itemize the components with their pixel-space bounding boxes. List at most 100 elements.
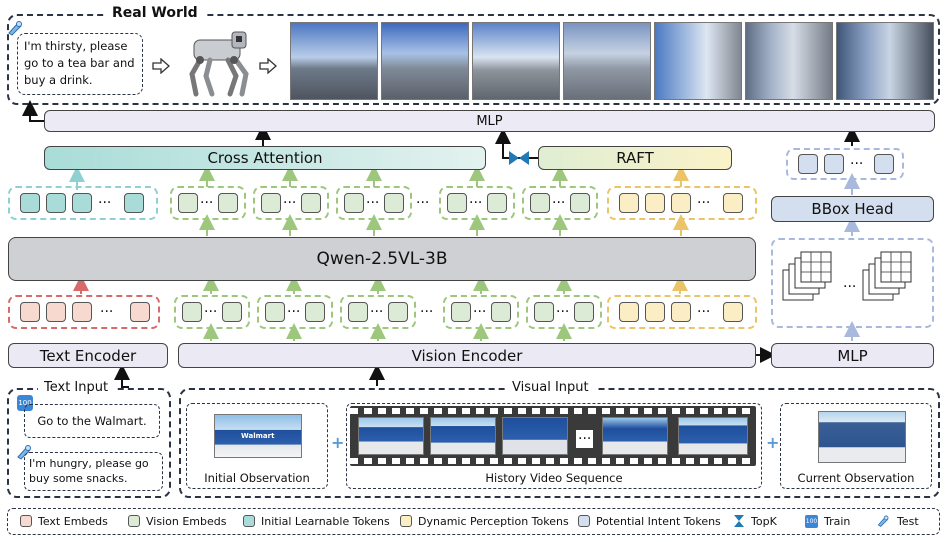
legend-label: Potential Intent Tokens bbox=[596, 514, 721, 528]
dynamic-perception-tokens-group-lower: ··· bbox=[607, 295, 757, 329]
mlp-right-block: MLP bbox=[771, 343, 934, 368]
vision-token bbox=[182, 302, 202, 322]
real-world-frame-2 bbox=[381, 22, 469, 100]
history-frame bbox=[502, 417, 568, 455]
vision-token bbox=[348, 302, 368, 322]
vision-token bbox=[222, 302, 242, 322]
legend-vision-embeds: Vision Embeds bbox=[128, 514, 226, 528]
legend-swatch bbox=[128, 515, 140, 527]
dynamic-token bbox=[671, 302, 691, 322]
vision-embeds-group-upper: ··· bbox=[253, 186, 329, 220]
vision-token bbox=[384, 193, 404, 213]
ellipsis: ··· bbox=[370, 304, 384, 320]
train-icon: 100 bbox=[805, 514, 818, 528]
train-example-text: Go to the Walmart. bbox=[37, 414, 147, 428]
legend-swatch bbox=[578, 515, 590, 527]
vision-token bbox=[487, 193, 507, 213]
legend-initial-tokens: Initial Learnable Tokens bbox=[243, 514, 390, 528]
legend-label: Dynamic Perception Tokens bbox=[418, 514, 569, 528]
text-input-title: Text Input bbox=[38, 380, 115, 395]
legend-box bbox=[7, 508, 940, 535]
ellipsis: ··· bbox=[576, 430, 594, 448]
intent-token bbox=[798, 154, 818, 174]
history-frame bbox=[602, 417, 668, 455]
ellipsis: ··· bbox=[283, 195, 297, 211]
ellipsis: ··· bbox=[100, 304, 114, 320]
ellipsis: ··· bbox=[420, 304, 434, 320]
vision-token bbox=[261, 193, 281, 213]
legend-swatch bbox=[243, 515, 255, 527]
legend-label: Initial Learnable Tokens bbox=[261, 514, 390, 528]
real-world-frame-6 bbox=[745, 22, 833, 100]
legend-intent-tokens: Potential Intent Tokens bbox=[578, 514, 721, 528]
real-world-instruction-box: I'm thirsty, please go to a tea bar and … bbox=[17, 33, 143, 95]
film-strip: ··· bbox=[350, 406, 756, 466]
current-observation-image bbox=[818, 411, 906, 463]
real-world-panel bbox=[7, 14, 940, 105]
ellipsis: ··· bbox=[843, 279, 857, 295]
dynamic-token bbox=[645, 193, 665, 213]
real-world-instruction: I'm thirsty, please go to a tea bar and … bbox=[24, 39, 135, 87]
feature-map-group: ··· bbox=[771, 238, 934, 328]
vision-token bbox=[178, 193, 198, 213]
current-observation-label: Current Observation bbox=[797, 471, 915, 485]
arrow-right-icon bbox=[259, 57, 277, 78]
bbox-head-block: BBox Head bbox=[771, 196, 934, 222]
vision-token bbox=[451, 302, 471, 322]
vision-embeds-group-lower: ··· bbox=[174, 295, 250, 329]
ellipsis: ··· bbox=[416, 195, 430, 211]
history-video-box bbox=[346, 403, 762, 489]
vision-token bbox=[265, 302, 285, 322]
vision-embeds-group-lower: ··· bbox=[526, 295, 602, 329]
film-perforation-top bbox=[350, 408, 756, 414]
legend-train: 100 Train bbox=[805, 514, 850, 528]
vision-token bbox=[574, 302, 594, 322]
visual-input-title: Visual Input bbox=[506, 380, 595, 395]
dynamic-token bbox=[723, 302, 743, 322]
vision-embeds-group-lower: ··· bbox=[257, 295, 333, 329]
mlp-top-label: MLP bbox=[476, 113, 503, 129]
dynamic-token bbox=[619, 302, 639, 322]
vision-token bbox=[218, 193, 238, 213]
history-frame bbox=[358, 417, 424, 455]
ellipsis: ··· bbox=[287, 304, 301, 320]
legend-label: Test bbox=[897, 514, 919, 528]
vision-token bbox=[388, 302, 408, 322]
text-encoder-block: Text Encoder bbox=[8, 343, 168, 368]
ellipsis: ··· bbox=[552, 195, 566, 211]
topk-icon bbox=[734, 515, 744, 527]
legend-label: Train bbox=[824, 514, 851, 528]
vision-encoder-label: Vision Encoder bbox=[411, 346, 523, 365]
dynamic-token bbox=[671, 193, 691, 213]
vision-embeds-group-upper: ··· bbox=[439, 186, 515, 220]
vision-embeds-group-lower: ··· bbox=[340, 295, 416, 329]
text-token bbox=[20, 302, 40, 322]
vision-token bbox=[570, 193, 590, 213]
mlp-right-label: MLP bbox=[837, 346, 868, 365]
qwen-label: Qwen-2.5VL-3B bbox=[316, 249, 448, 269]
legend-text-embeds: Text Embeds bbox=[20, 514, 108, 528]
vision-embeds-group-upper: ··· bbox=[170, 186, 246, 220]
text-token bbox=[130, 302, 150, 322]
train-example-box: Go to the Walmart. bbox=[24, 404, 160, 438]
legend-test: Test bbox=[875, 514, 919, 528]
history-frame bbox=[430, 417, 496, 455]
raft-label: RAFT bbox=[616, 149, 654, 167]
initial-token bbox=[72, 193, 92, 213]
dynamic-token bbox=[619, 193, 639, 213]
real-world-frame-7 bbox=[836, 22, 934, 100]
test-icon bbox=[6, 19, 24, 37]
real-world-frame-5 bbox=[654, 22, 742, 100]
vision-token bbox=[530, 193, 550, 213]
legend-label: TopK bbox=[751, 514, 777, 528]
vision-embeds-group-upper: ··· bbox=[336, 186, 412, 220]
initial-observation-box bbox=[186, 403, 328, 489]
ellipsis: ··· bbox=[850, 156, 864, 172]
ellipsis: ··· bbox=[473, 304, 487, 320]
history-frame bbox=[678, 417, 748, 455]
initial-token bbox=[46, 193, 66, 213]
ellipsis: ··· bbox=[556, 304, 570, 320]
vision-token bbox=[301, 193, 321, 213]
film-perforation-bottom bbox=[350, 458, 756, 464]
text-encoder-label: Text Encoder bbox=[39, 346, 137, 365]
